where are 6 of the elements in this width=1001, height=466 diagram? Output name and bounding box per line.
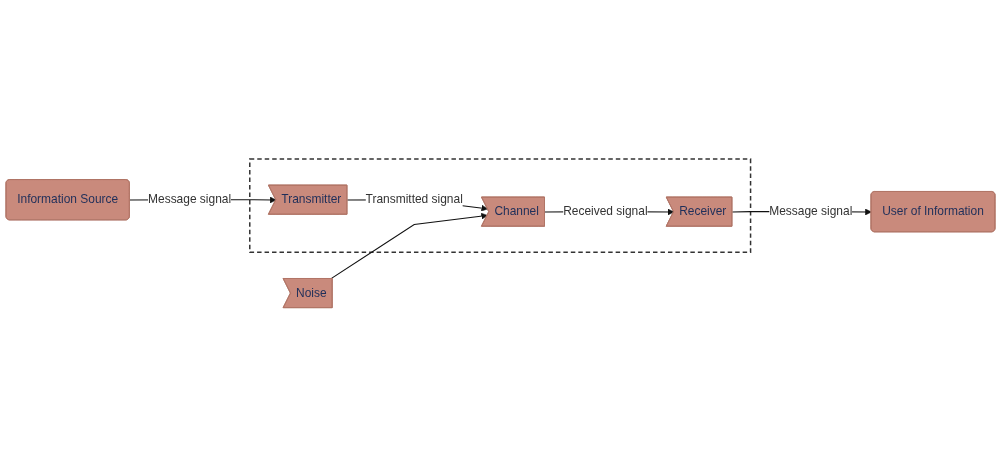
cluster — [249, 157, 752, 253]
arrow — [330, 212, 488, 280]
edge-label: Message signal — [148, 192, 232, 206]
edge-label: Received signal — [563, 204, 648, 218]
edge-label: Transmitted signal — [365, 192, 463, 206]
edge-label: Message signal — [769, 204, 853, 218]
